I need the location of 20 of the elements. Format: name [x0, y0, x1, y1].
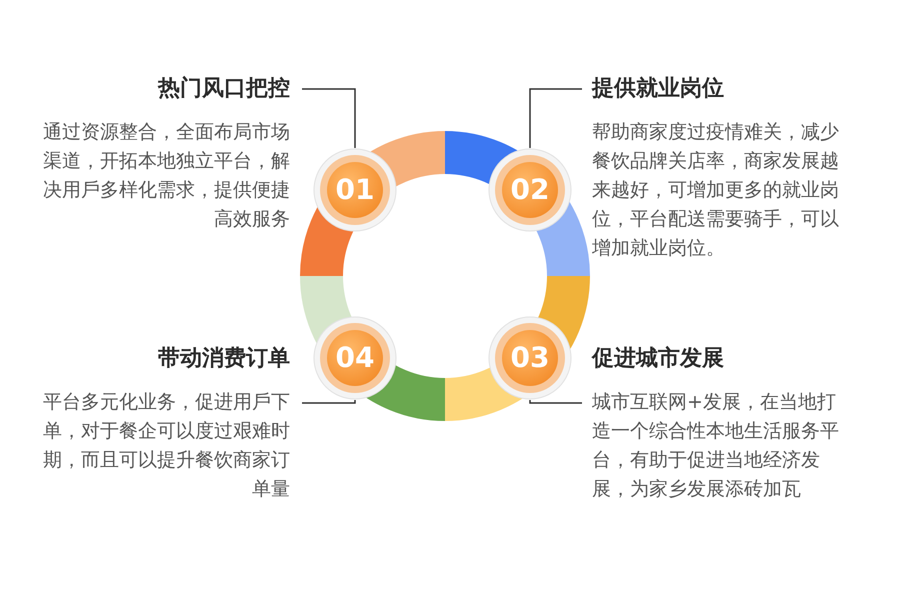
leader-line	[302, 400, 356, 404]
heading: 提供就业岗位	[592, 75, 725, 103]
description: 平台多元化业务，促进用戶下单，对于餐企可以度过艰难时期，而且可以提升餐饮商家订单量	[42, 390, 290, 502]
step-number: 03	[510, 341, 550, 375]
leader-line	[302, 88, 356, 148]
number-circle	[313, 316, 397, 400]
heading: 促进城市发展	[592, 344, 725, 373]
description: 城市互联网+发展，在当地打造一个综合性本地生活服务平台，有助于促进当地经济发展，为家乡发展添砖加瓦	[592, 390, 840, 502]
leader-line	[529, 88, 582, 148]
leader-line	[529, 400, 582, 404]
heading: 带动消费订单	[157, 345, 290, 373]
description: 帮助商家度过疫情难关，减少餐饮品牌关店率，商家发展越来越好，可增加更多的就业岗位，平台配送需要骑手，可以增加就业岗位。	[592, 120, 840, 261]
number-circle	[488, 148, 572, 232]
heading: 热门风口把控	[156, 74, 290, 103]
description: 通过资源整合，全面布局市场渠道，开拓本地独立平台，解决用戶多样化需求，提供便捷高效服务	[42, 120, 290, 232]
step-number: 01	[334, 173, 376, 207]
step-number: 02	[510, 173, 550, 207]
number-circle	[313, 148, 397, 232]
number-circle	[488, 316, 572, 400]
step-number: 04	[334, 341, 376, 375]
